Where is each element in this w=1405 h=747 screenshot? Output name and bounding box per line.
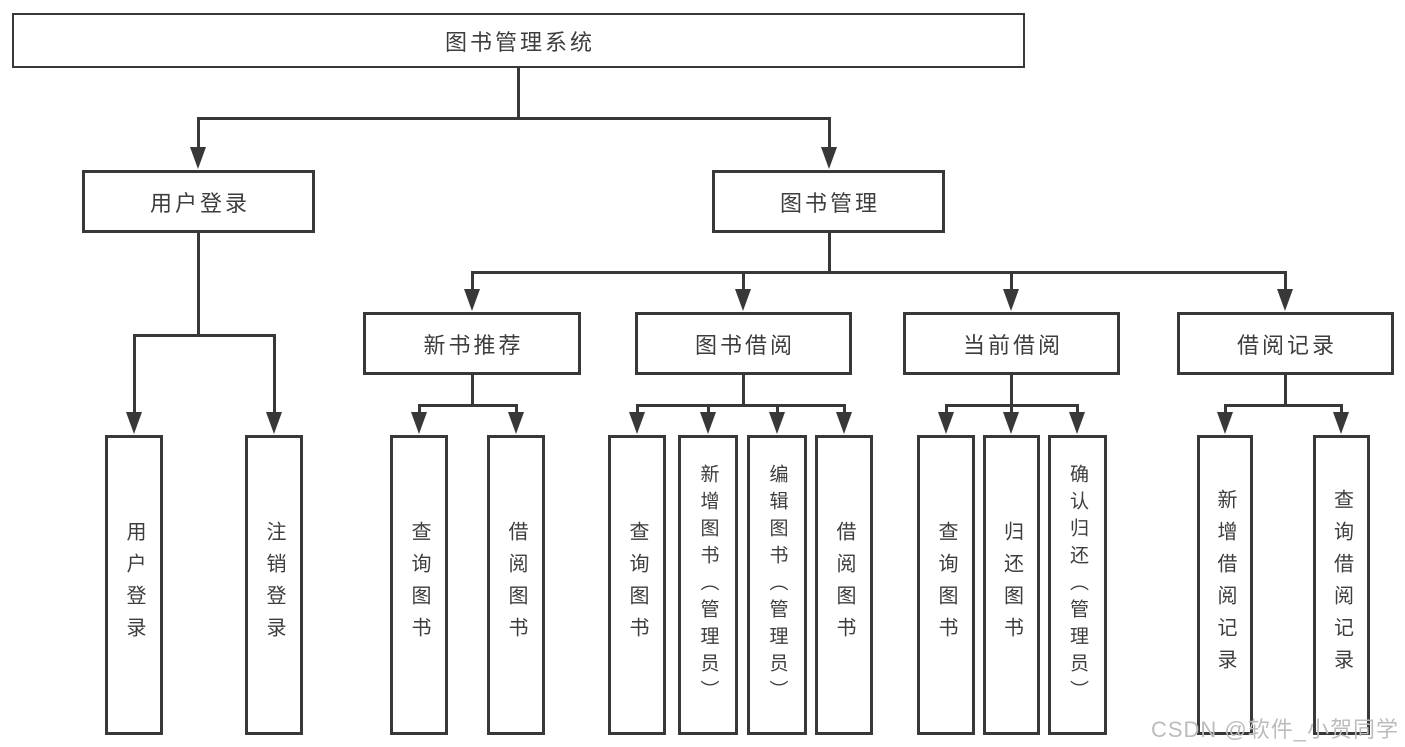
arrowhead-down-icon	[821, 147, 837, 169]
connector-line	[133, 334, 276, 337]
arrowhead-down-icon	[700, 412, 716, 434]
connector-line	[471, 271, 1287, 274]
connector-line	[515, 404, 518, 414]
node-leaf-bb-add-books: 新增图书（管理员）	[678, 435, 738, 735]
node-leaf-cb-confirm-return: 确认归还（管理员）	[1048, 435, 1107, 735]
connector-line	[197, 118, 200, 149]
node-label: 借阅图书	[833, 521, 855, 649]
node-label: 编辑图书（管理员）	[766, 463, 788, 707]
node-leaf-nbr-query-books: 查询图书	[390, 435, 448, 735]
connector-line	[133, 334, 136, 414]
node-label: 借阅图书	[505, 521, 527, 649]
arrowhead-down-icon	[1003, 412, 1019, 434]
connector-line	[742, 272, 745, 291]
connector-line	[1224, 404, 1343, 407]
node-label: 图书管理系统	[444, 29, 595, 55]
node-leaf-bb-edit-books: 编辑图书（管理员）	[747, 435, 807, 735]
node-label: 查询图书	[408, 521, 430, 649]
connector-line	[273, 334, 276, 414]
node-leaf-user-login: 用户登录	[105, 435, 163, 735]
connector-line	[776, 404, 779, 414]
node-leaf-br-add-record: 新增借阅记录	[1197, 435, 1253, 735]
arrowhead-down-icon	[769, 412, 785, 434]
node-root: 图书管理系统	[12, 13, 1025, 68]
connector-line	[418, 404, 421, 414]
connector-line	[742, 375, 745, 406]
node-leaf-br-query-record: 查询借阅记录	[1313, 435, 1370, 735]
node-label: 用户登录	[123, 521, 145, 649]
node-label: 用户登录	[149, 190, 250, 216]
arrowhead-down-icon	[190, 147, 206, 169]
arrowhead-down-icon	[1003, 289, 1019, 311]
connector-line	[828, 233, 831, 274]
node-leaf-bb-borrow-books: 借阅图书	[815, 435, 873, 735]
node-label: 新增借阅记录	[1214, 489, 1236, 681]
node-book-management: 图书管理	[712, 170, 945, 233]
connector-line	[1010, 404, 1013, 414]
node-user-login: 用户登录	[82, 170, 315, 233]
arrowhead-down-icon	[126, 412, 142, 434]
connector-line	[1224, 404, 1227, 414]
node-new-book-recommendation: 新书推荐	[363, 312, 581, 375]
connector-line	[517, 68, 520, 118]
connector-line	[471, 375, 474, 406]
csdn-watermark: CSDN @软件_小贺同学	[1150, 717, 1399, 742]
connector-line	[828, 118, 831, 149]
connector-line	[1284, 272, 1287, 291]
connector-line	[197, 233, 200, 335]
arrowhead-down-icon	[266, 412, 282, 434]
node-leaf-nbr-borrow-books: 借阅图书	[487, 435, 545, 735]
arrowhead-down-icon	[464, 289, 480, 311]
connector-line	[1284, 375, 1287, 406]
arrowhead-down-icon	[629, 412, 645, 434]
arrowhead-down-icon	[1333, 412, 1349, 434]
node-label: 新书推荐	[423, 332, 524, 358]
node-label: 归还图书	[1000, 521, 1023, 649]
node-leaf-cb-query-books: 查询图书	[917, 435, 975, 735]
connector-line	[843, 404, 846, 414]
connector-line	[1340, 404, 1343, 414]
arrowhead-down-icon	[1277, 289, 1293, 311]
node-book-borrowing: 图书借阅	[635, 312, 852, 375]
connector-line	[636, 404, 639, 414]
node-borrowing-records: 借阅记录	[1177, 312, 1394, 375]
node-label: 图书管理	[779, 190, 880, 216]
arrowhead-down-icon	[1069, 412, 1085, 434]
node-current-borrowing: 当前借阅	[903, 312, 1120, 375]
node-leaf-bb-query-books: 查询图书	[608, 435, 666, 735]
connector-line	[471, 272, 474, 291]
arrowhead-down-icon	[836, 412, 852, 434]
node-label: 图书借阅	[694, 332, 795, 358]
node-label: 查询借阅记录	[1330, 489, 1353, 681]
connector-line	[707, 404, 710, 414]
arrowhead-down-icon	[411, 412, 427, 434]
node-label: 注销登录	[263, 521, 285, 649]
connector-line	[197, 117, 831, 120]
connector-line	[636, 404, 846, 407]
node-label: 查询图书	[935, 521, 957, 649]
connector-line	[418, 404, 518, 407]
node-label: 查询图书	[626, 521, 648, 649]
node-label: 当前借阅	[962, 332, 1063, 358]
connector-line	[1076, 404, 1079, 414]
connector-line	[1010, 375, 1013, 406]
node-label: 确认归还（管理员）	[1067, 463, 1088, 707]
arrowhead-down-icon	[508, 412, 524, 434]
node-leaf-cb-return-books: 归还图书	[983, 435, 1040, 735]
node-label: 新增图书（管理员）	[697, 463, 719, 707]
connector-line	[1010, 272, 1013, 291]
arrowhead-down-icon	[735, 289, 751, 311]
arrowhead-down-icon	[938, 412, 954, 434]
connector-line	[945, 404, 948, 414]
node-label: 借阅记录	[1236, 332, 1337, 358]
arrowhead-down-icon	[1217, 412, 1233, 434]
node-leaf-logout: 注销登录	[245, 435, 303, 735]
